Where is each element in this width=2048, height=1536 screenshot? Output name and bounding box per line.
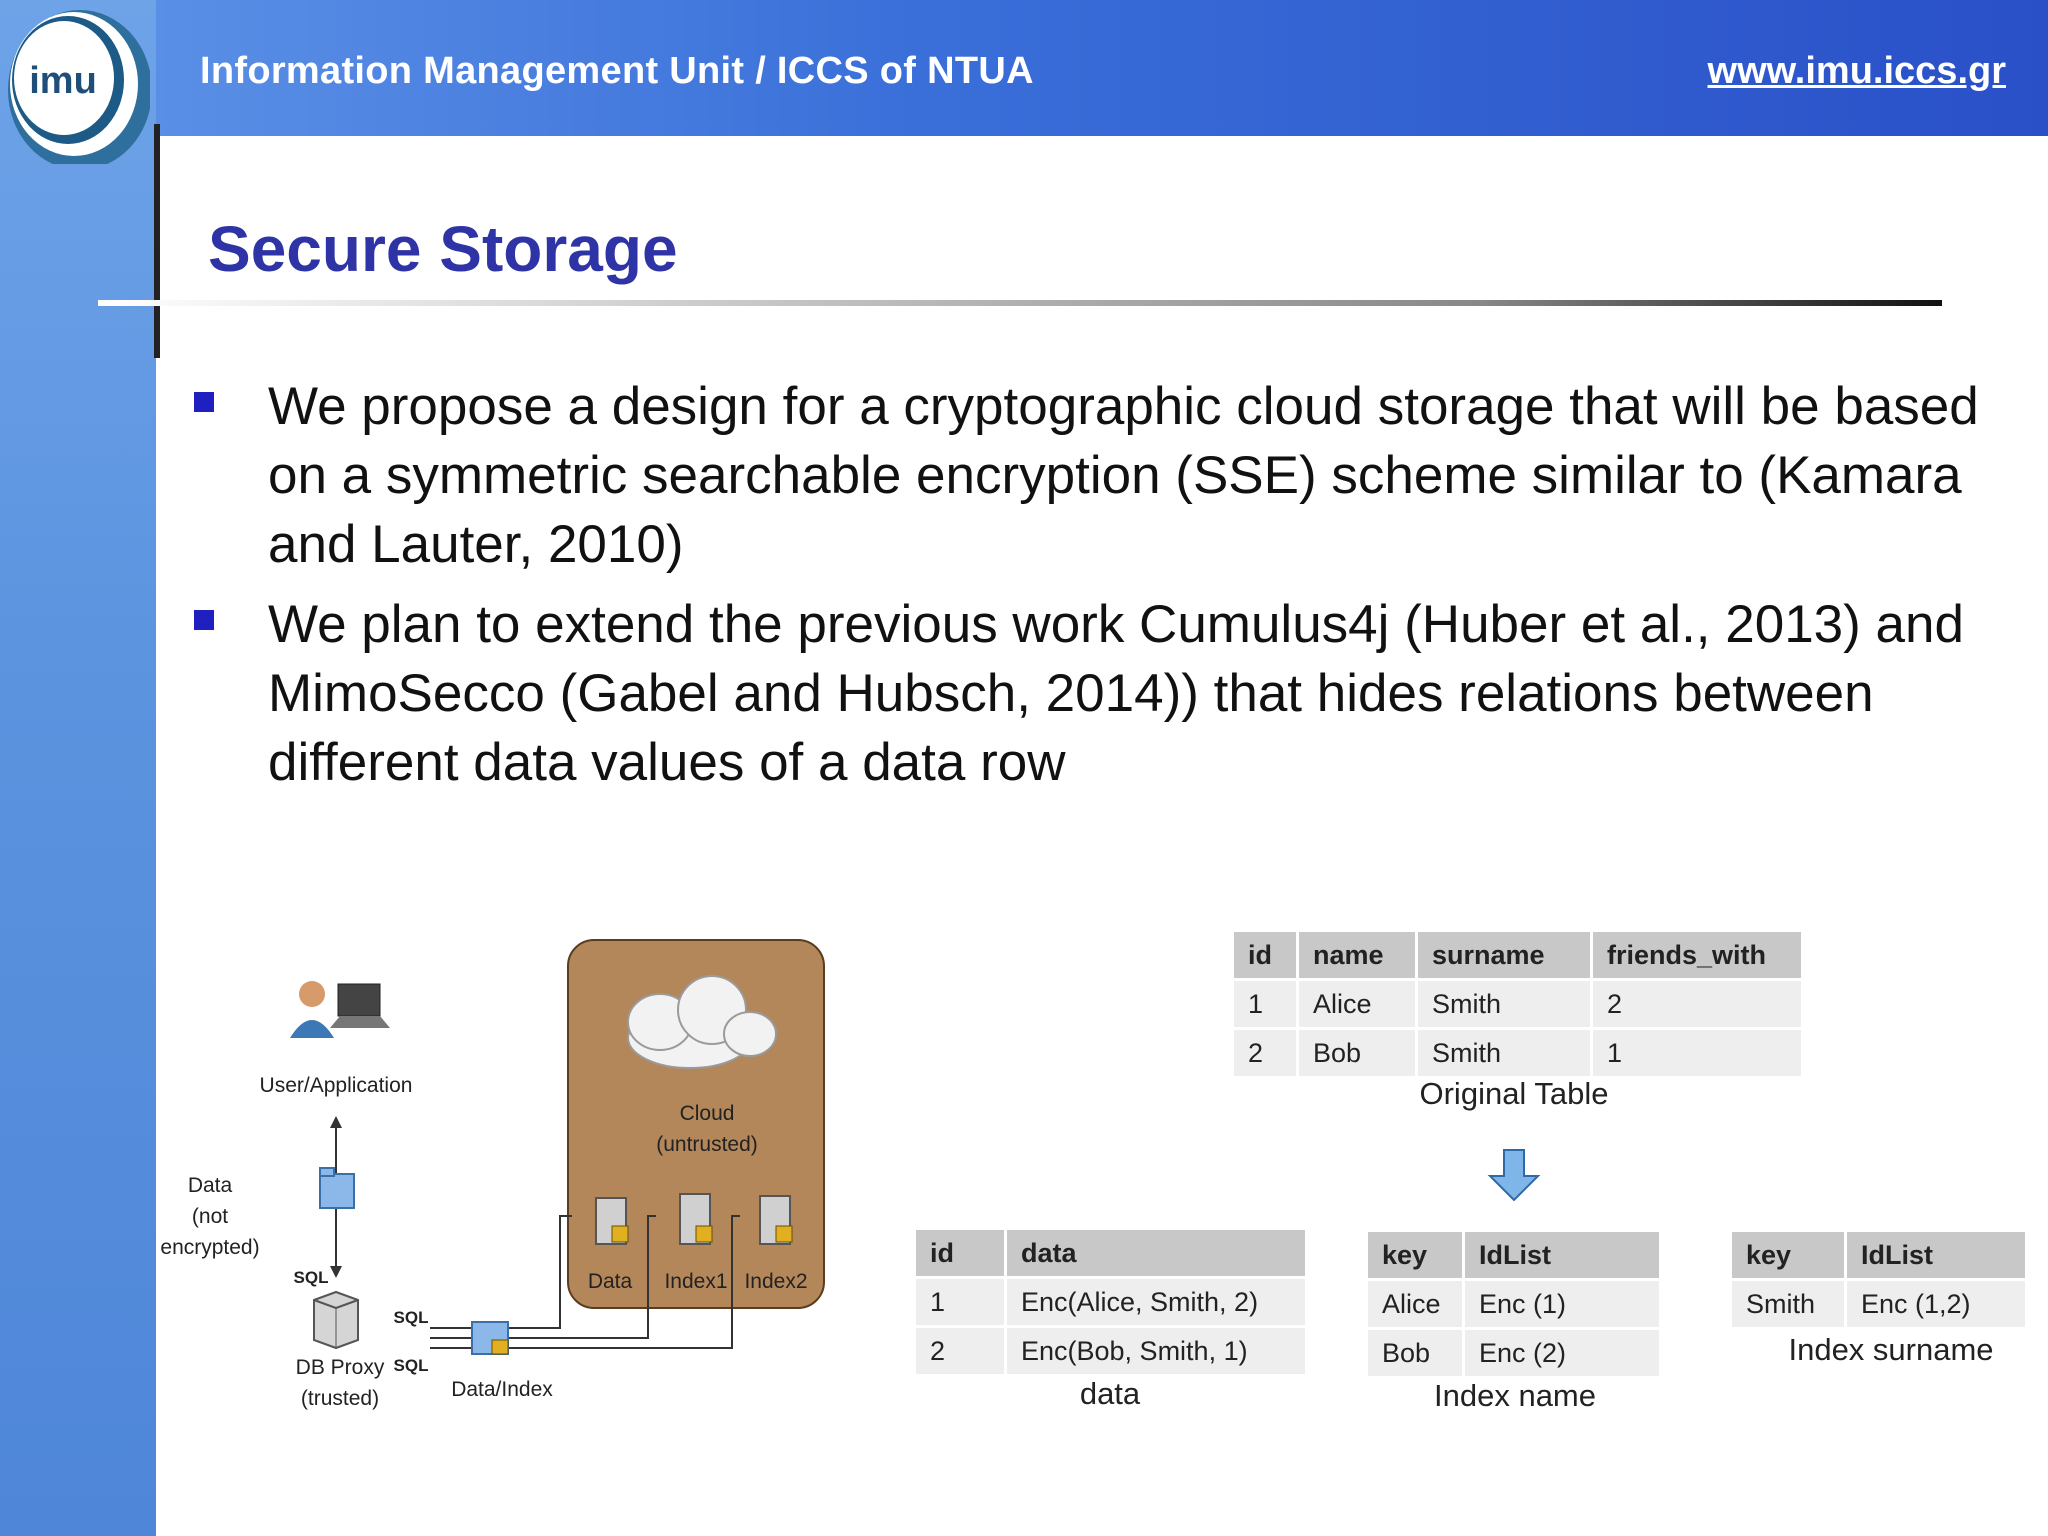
db-proxy-label: DB Proxy bbox=[295, 1356, 385, 1379]
col-header: key bbox=[1368, 1232, 1465, 1280]
cell: 2 bbox=[1234, 1027, 1299, 1076]
server-data-icon bbox=[595, 1197, 629, 1245]
header-url-link[interactable]: www.imu.iccs.gr bbox=[1707, 50, 2006, 92]
cell: Enc (1,2) bbox=[1845, 1278, 2028, 1327]
index-surname-caption: Index surname bbox=[1788, 1332, 1994, 1367]
original-table-caption: Original Table bbox=[1419, 1076, 1609, 1111]
left-sidebar-band bbox=[0, 0, 156, 1536]
user-computer-icon bbox=[290, 981, 390, 1038]
data-label-line1: Data bbox=[187, 1174, 233, 1197]
cell: 1 bbox=[916, 1276, 1007, 1327]
data-label-line3: encrypted) bbox=[160, 1236, 260, 1259]
title-accent-bar bbox=[154, 124, 160, 358]
user-application-label: User/Application bbox=[259, 1074, 413, 1097]
bullet-marker-1 bbox=[194, 392, 214, 412]
cell: Smith bbox=[1416, 978, 1593, 1029]
table-row: Smith Enc (1,2) bbox=[1732, 1278, 2028, 1327]
db-proxy-trusted-label: (trusted) bbox=[300, 1387, 380, 1410]
cell: Bob bbox=[1368, 1327, 1465, 1376]
header-title: Information Management Unit / ICCS of NT… bbox=[200, 50, 1034, 92]
col-header: key bbox=[1732, 1232, 1847, 1280]
table-row: Bob Enc (2) bbox=[1368, 1327, 1662, 1376]
sql-label-2: SQL bbox=[393, 1308, 429, 1327]
data-label-line2: (not bbox=[191, 1205, 229, 1228]
table-row: 2 Bob Smith 1 bbox=[1234, 1027, 1804, 1076]
cell: 2 bbox=[916, 1325, 1007, 1374]
cell: Enc(Alice, Smith, 2) bbox=[1005, 1276, 1308, 1327]
original-table: id name surname friends_with 1 Alice Smi… bbox=[1234, 932, 1804, 1076]
data-index-folder-icon bbox=[471, 1321, 509, 1355]
cell: Enc(Bob, Smith, 1) bbox=[1005, 1325, 1308, 1374]
cloud-icon bbox=[627, 975, 777, 1069]
data-table-caption: data bbox=[1079, 1376, 1141, 1411]
server-index2-label: Index2 bbox=[744, 1270, 808, 1293]
col-header: friends_with bbox=[1591, 932, 1804, 980]
down-arrow-icon bbox=[1487, 1149, 1541, 1202]
table-row: 2 Enc(Bob, Smith, 1) bbox=[916, 1325, 1308, 1374]
cell: 1 bbox=[1234, 978, 1299, 1029]
col-header: data bbox=[1005, 1230, 1308, 1278]
index-surname-table: key IdList Smith Enc (1,2) bbox=[1732, 1232, 2028, 1327]
cell: Bob bbox=[1297, 1027, 1418, 1076]
col-header: IdList bbox=[1845, 1232, 2028, 1280]
bullet-text-1: We propose a design for a cryptographic … bbox=[268, 377, 1979, 574]
index-name-caption: Index name bbox=[1434, 1378, 1596, 1413]
sql-label-1: SQL bbox=[293, 1268, 329, 1287]
index-name-table-header: key IdList bbox=[1368, 1232, 1662, 1280]
title-divider bbox=[98, 300, 1942, 306]
server-data-label: Data bbox=[587, 1270, 633, 1293]
table-row: Alice Enc (1) bbox=[1368, 1278, 1662, 1329]
col-header: name bbox=[1297, 932, 1418, 980]
server-index1-label: Index1 bbox=[664, 1270, 728, 1293]
cell: 1 bbox=[1591, 1027, 1804, 1076]
db-proxy-icon bbox=[313, 1290, 359, 1350]
original-table-header: id name surname friends_with bbox=[1234, 932, 1804, 980]
server-index2-icon bbox=[759, 1195, 793, 1245]
server-index1-icon bbox=[679, 1193, 713, 1245]
cell: Smith bbox=[1732, 1278, 1847, 1327]
table-row: 1 Enc(Alice, Smith, 2) bbox=[916, 1276, 1308, 1327]
bullet-text-2: We plan to extend the previous work Cumu… bbox=[268, 595, 1964, 792]
sql-label-3: SQL bbox=[393, 1356, 429, 1375]
col-header: id bbox=[916, 1230, 1007, 1278]
architecture-diagram: User/Application Data (not encrypted) SQ… bbox=[160, 930, 840, 1430]
index-name-table: key IdList Alice Enc (1) Bob Enc (2) bbox=[1368, 1232, 1662, 1376]
header-bar bbox=[156, 0, 2048, 136]
col-header: IdList bbox=[1463, 1232, 1662, 1280]
cell: Alice bbox=[1368, 1278, 1465, 1329]
folder-icon bbox=[319, 1167, 355, 1209]
cloud-untrusted-label: (untrusted) bbox=[656, 1133, 758, 1156]
table-row: 1 Alice Smith 2 bbox=[1234, 978, 1804, 1029]
cell: 2 bbox=[1591, 978, 1804, 1029]
data-index-label: Data/Index bbox=[451, 1378, 553, 1401]
index-surname-table-header: key IdList bbox=[1732, 1232, 2028, 1280]
slide-title: Secure Storage bbox=[208, 213, 678, 285]
col-header: surname bbox=[1416, 932, 1593, 980]
cell: Alice bbox=[1297, 978, 1418, 1029]
cell: Enc (2) bbox=[1463, 1327, 1662, 1376]
col-header: id bbox=[1234, 932, 1299, 980]
data-table-header: id data bbox=[916, 1230, 1308, 1278]
imu-logo: imu bbox=[8, 10, 150, 164]
logo-text: imu bbox=[29, 60, 97, 102]
data-table: id data 1 Enc(Alice, Smith, 2) 2 Enc(Bob… bbox=[916, 1230, 1308, 1374]
bullet-marker-2 bbox=[194, 610, 214, 630]
cell: Enc (1) bbox=[1463, 1278, 1662, 1329]
cell: Smith bbox=[1416, 1027, 1593, 1076]
cloud-label: Cloud bbox=[679, 1102, 735, 1125]
